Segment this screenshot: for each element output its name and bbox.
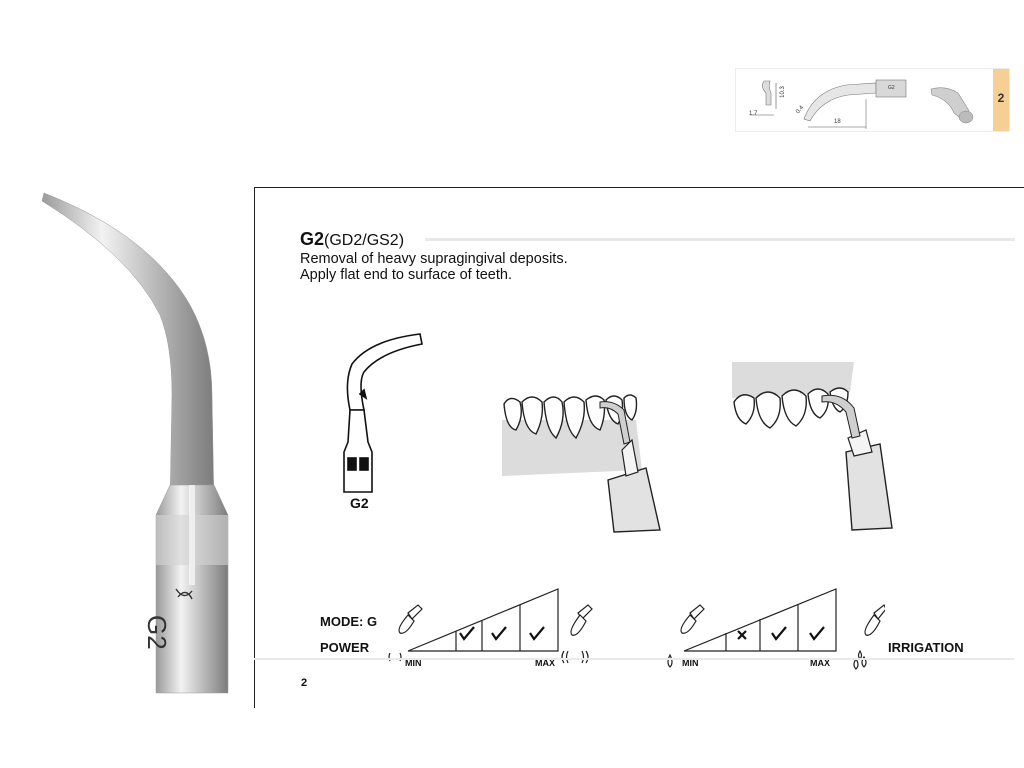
page-tab: 2 — [993, 69, 1009, 131]
irrigation-level-cross — [737, 630, 747, 640]
tip-drawing-label: G2 — [350, 495, 369, 511]
teeth-illustration-front — [496, 380, 666, 535]
mode-label: MODE: G — [320, 614, 378, 629]
description-line: Apply flat end to surface of teeth. — [300, 267, 512, 283]
dim-tip-mark: G2 — [888, 85, 895, 91]
tip-line-drawing: G2 — [340, 332, 430, 517]
scaler-tip-photo: G2 — [40, 185, 240, 700]
power-level-check — [459, 626, 545, 641]
power-scale — [378, 585, 593, 675]
page-tab-number: 2 — [997, 91, 1005, 105]
handpiece-drops-icon — [853, 604, 887, 670]
dim-length: 18 — [834, 119, 841, 125]
footer-rule — [254, 658, 1014, 660]
main-panel — [254, 187, 1024, 708]
power-max-label: MAX — [535, 658, 555, 668]
power-label: POWER — [320, 640, 370, 655]
spec-drawing — [750, 79, 974, 129]
dim-width: 1.7 — [749, 111, 758, 117]
front-view-drawing — [750, 80, 777, 116]
tip-engraving: G2 — [142, 615, 172, 650]
brand-logo-icon — [175, 588, 193, 600]
product-code: G2 — [300, 229, 325, 249]
handpiece-max-icon — [561, 604, 593, 664]
irrigation-scale — [660, 585, 887, 675]
irrigation-min-label: MIN — [682, 658, 699, 668]
dim-height: 10.3 — [779, 86, 786, 98]
side-view-drawing — [803, 79, 907, 129]
irrigation-label: IRRIGATION — [888, 640, 964, 655]
spec-strip: 1.7 10.3 0.4 18 G2 2 — [735, 68, 1010, 132]
irrigation-max-label: MAX — [810, 658, 830, 668]
handpiece-min-icon — [388, 604, 423, 662]
description-line: Removal of heavy supragingival deposits. — [300, 251, 568, 267]
product-variants: (GD2/GS2) — [324, 232, 405, 249]
irrigation-level-check — [771, 626, 825, 641]
product-heading: G2(GD2/GS2) — [300, 229, 404, 250]
power-min-label: MIN — [405, 658, 422, 668]
heading-rule — [425, 238, 1015, 241]
perspective-drawing — [930, 87, 974, 124]
teeth-illustration-side — [730, 352, 920, 532]
page-number: 2 — [301, 677, 308, 689]
